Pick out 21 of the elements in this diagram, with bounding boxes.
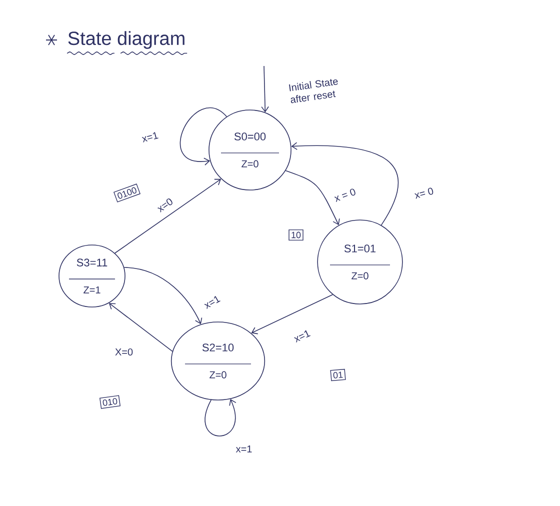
arrow xyxy=(261,66,269,112)
edge-label: x=1 xyxy=(142,132,158,142)
edge-label: X=0 xyxy=(115,348,133,356)
arrow xyxy=(180,107,228,166)
edge-label: x= 0 xyxy=(414,188,434,199)
arrow xyxy=(204,399,236,436)
sequence-box: 10 xyxy=(288,229,304,241)
arrow xyxy=(251,294,334,334)
arrow xyxy=(291,142,399,226)
arrow xyxy=(285,170,340,226)
edge-label: Initial State after reset xyxy=(289,78,338,104)
arrow xyxy=(124,267,202,324)
title: State diagram xyxy=(68,31,184,49)
arrow xyxy=(114,178,222,254)
edge-label: x=1 xyxy=(204,296,220,310)
edge-label: x=1 xyxy=(294,330,310,343)
sequence-box: 01 xyxy=(330,368,346,382)
edge-label: x=0 xyxy=(157,198,172,212)
edge-label: x = 0 xyxy=(334,188,356,202)
edge-label: x=1 xyxy=(236,446,252,452)
arrow xyxy=(108,303,173,352)
